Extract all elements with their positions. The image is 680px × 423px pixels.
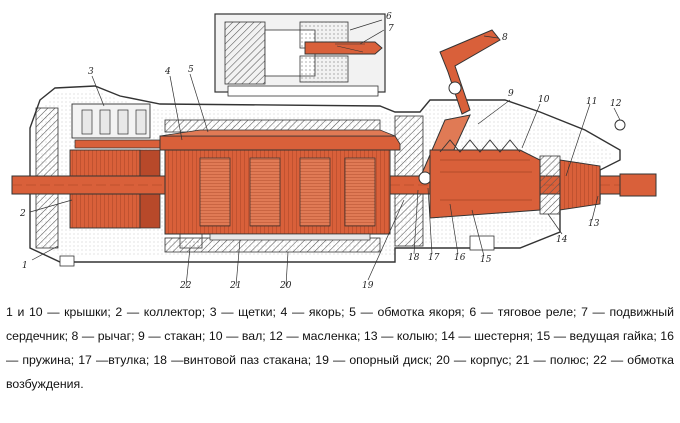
callout-9: 9: [508, 89, 514, 99]
leader-lines: [29, 19, 621, 287]
callout-10: 10: [538, 95, 550, 105]
callout-4: 4: [164, 67, 171, 77]
brushes: [71, 103, 161, 149]
callout-14: 14: [556, 235, 568, 245]
callout-11: 11: [586, 97, 597, 107]
callout-7: 7: [388, 24, 394, 34]
callout-8: 8: [502, 33, 508, 43]
callout-6: 6: [386, 12, 392, 22]
callout-12: 12: [610, 99, 622, 109]
spring: [439, 139, 521, 153]
callout-19: 19: [362, 281, 374, 290]
shaft-end: [619, 173, 657, 197]
callout-15: 15: [480, 255, 492, 265]
callout-20: 20: [279, 281, 292, 290]
callout-5: 5: [188, 65, 194, 75]
armature-winding-top: [159, 135, 401, 151]
drive-assembly: [429, 139, 601, 219]
traction-relay: [214, 13, 386, 97]
callout-16: 16: [454, 253, 466, 263]
armature-core: [164, 149, 391, 235]
callout-22: 22: [179, 281, 192, 290]
field-winding: [179, 233, 203, 249]
pole: [209, 233, 371, 241]
pinion: [559, 159, 601, 211]
figure-caption: 1 и 10 — крышки; 2 — коллектор; 3 — щетк…: [6, 305, 674, 391]
starter-cross-section-diagram: 1 2 3 4 5 6 7 8 9 10 11 12 13 14 15 16 1…: [11, 12, 657, 290]
callout-17: 17: [428, 253, 440, 263]
callout-labels: 1 2 3 4 5 6 7 8 9 10 11 12 13 14 15 16 1…: [19, 12, 622, 290]
oiler: [614, 119, 626, 131]
callout-13: 13: [588, 219, 600, 229]
callout-2: 2: [19, 209, 26, 219]
callout-1: 1: [22, 261, 28, 271]
callout-18: 18: [408, 253, 420, 263]
callout-21: 21: [229, 281, 241, 290]
callout-3: 3: [88, 67, 94, 77]
